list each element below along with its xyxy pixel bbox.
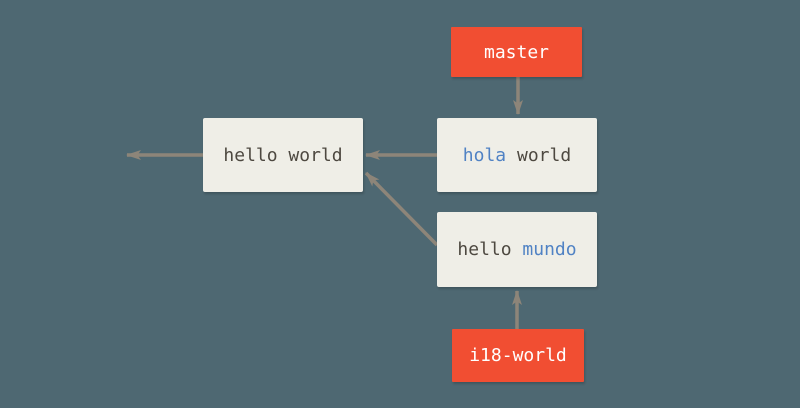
branch-label-master: master [451, 27, 582, 77]
branch-label-text: i18-world [469, 345, 567, 366]
commit-message-highlight: mundo [522, 239, 577, 260]
commit-message: hello world [223, 144, 343, 166]
branch-label-i18-world: i18-world [452, 329, 584, 382]
arrow-hello-mundo-to-hello-world [364, 171, 439, 247]
branch-label-text: master [483, 41, 550, 63]
commit-message: world [506, 144, 572, 166]
commit-box-hello-mundo: hello mundo [437, 212, 597, 287]
commit-message-highlight: hola [462, 144, 507, 166]
commit-message: hello [457, 239, 523, 260]
commit-box-hello-world: hello world [203, 118, 363, 192]
commit-box-hola-world: hola world [437, 118, 597, 192]
